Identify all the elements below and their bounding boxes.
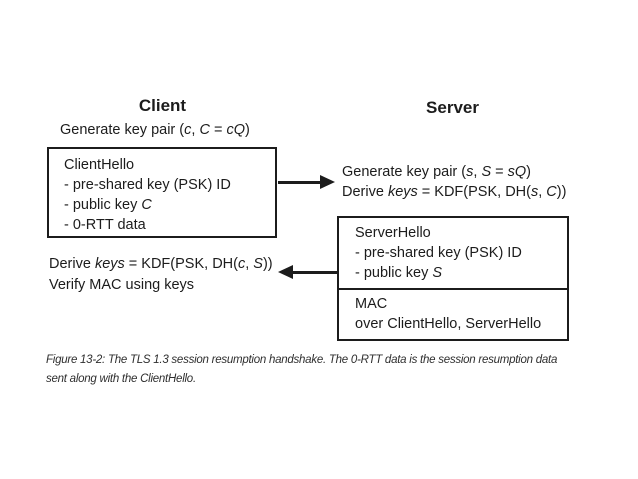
client-generate-keypair-text: Generate key pair (c, C = cQ) bbox=[60, 122, 250, 138]
mac-over-text: over ClientHello, ServerHello bbox=[355, 316, 542, 332]
serverhello-item-public-key: - public key S bbox=[355, 265, 443, 281]
figure-caption: Figure 13-2: The TLS 1.3 session resumpt… bbox=[46, 351, 557, 388]
client-column-header: Client bbox=[138, 96, 187, 115]
serverhello-item-psk-id: - pre-shared key (PSK) ID bbox=[355, 245, 522, 261]
arrow-head bbox=[278, 265, 293, 279]
mac-title: MAC bbox=[355, 296, 388, 312]
clienthello-item-public-key: - public key C bbox=[64, 197, 152, 213]
clienthello-item-0rtt-data: - 0-RTT data bbox=[64, 217, 146, 233]
server-derive-keys-text: Derive keys = KDF(PSK, DH(s, C)) bbox=[342, 184, 567, 200]
arrow-shaft bbox=[292, 271, 338, 274]
client-derive-keys-text: Derive keys = KDF(PSK, DH(c, S)) bbox=[49, 256, 273, 272]
server-generate-keypair-text: Generate key pair (s, S = sQ) bbox=[342, 164, 532, 180]
server-column-header: Server bbox=[426, 98, 479, 117]
figure-caption-line-2: sent along with the ClientHello. bbox=[46, 372, 196, 385]
clienthello-item-psk-id: - pre-shared key (PSK) ID bbox=[64, 177, 231, 193]
figure-caption-line-1: Figure 13-2: The TLS 1.3 session resumpt… bbox=[46, 354, 558, 366]
serverhello-title: ServerHello bbox=[355, 225, 431, 241]
mac-section: MAC over ClientHello, ServerHello bbox=[339, 288, 567, 339]
clienthello-box: ClientHello - pre-shared key (PSK) ID - … bbox=[47, 147, 277, 238]
clienthello-box-content: ClientHello - pre-shared key (PSK) ID - … bbox=[49, 149, 275, 235]
serverhello-section: ServerHello - pre-shared key (PSK) ID - … bbox=[339, 218, 567, 288]
serverhello-mac-box: ServerHello - pre-shared key (PSK) ID - … bbox=[337, 216, 569, 341]
arrow-head bbox=[320, 175, 335, 189]
clienthello-title: ClientHello bbox=[64, 157, 135, 173]
arrow-shaft bbox=[278, 181, 322, 184]
client-verify-mac-text: Verify MAC using keys bbox=[49, 277, 195, 293]
